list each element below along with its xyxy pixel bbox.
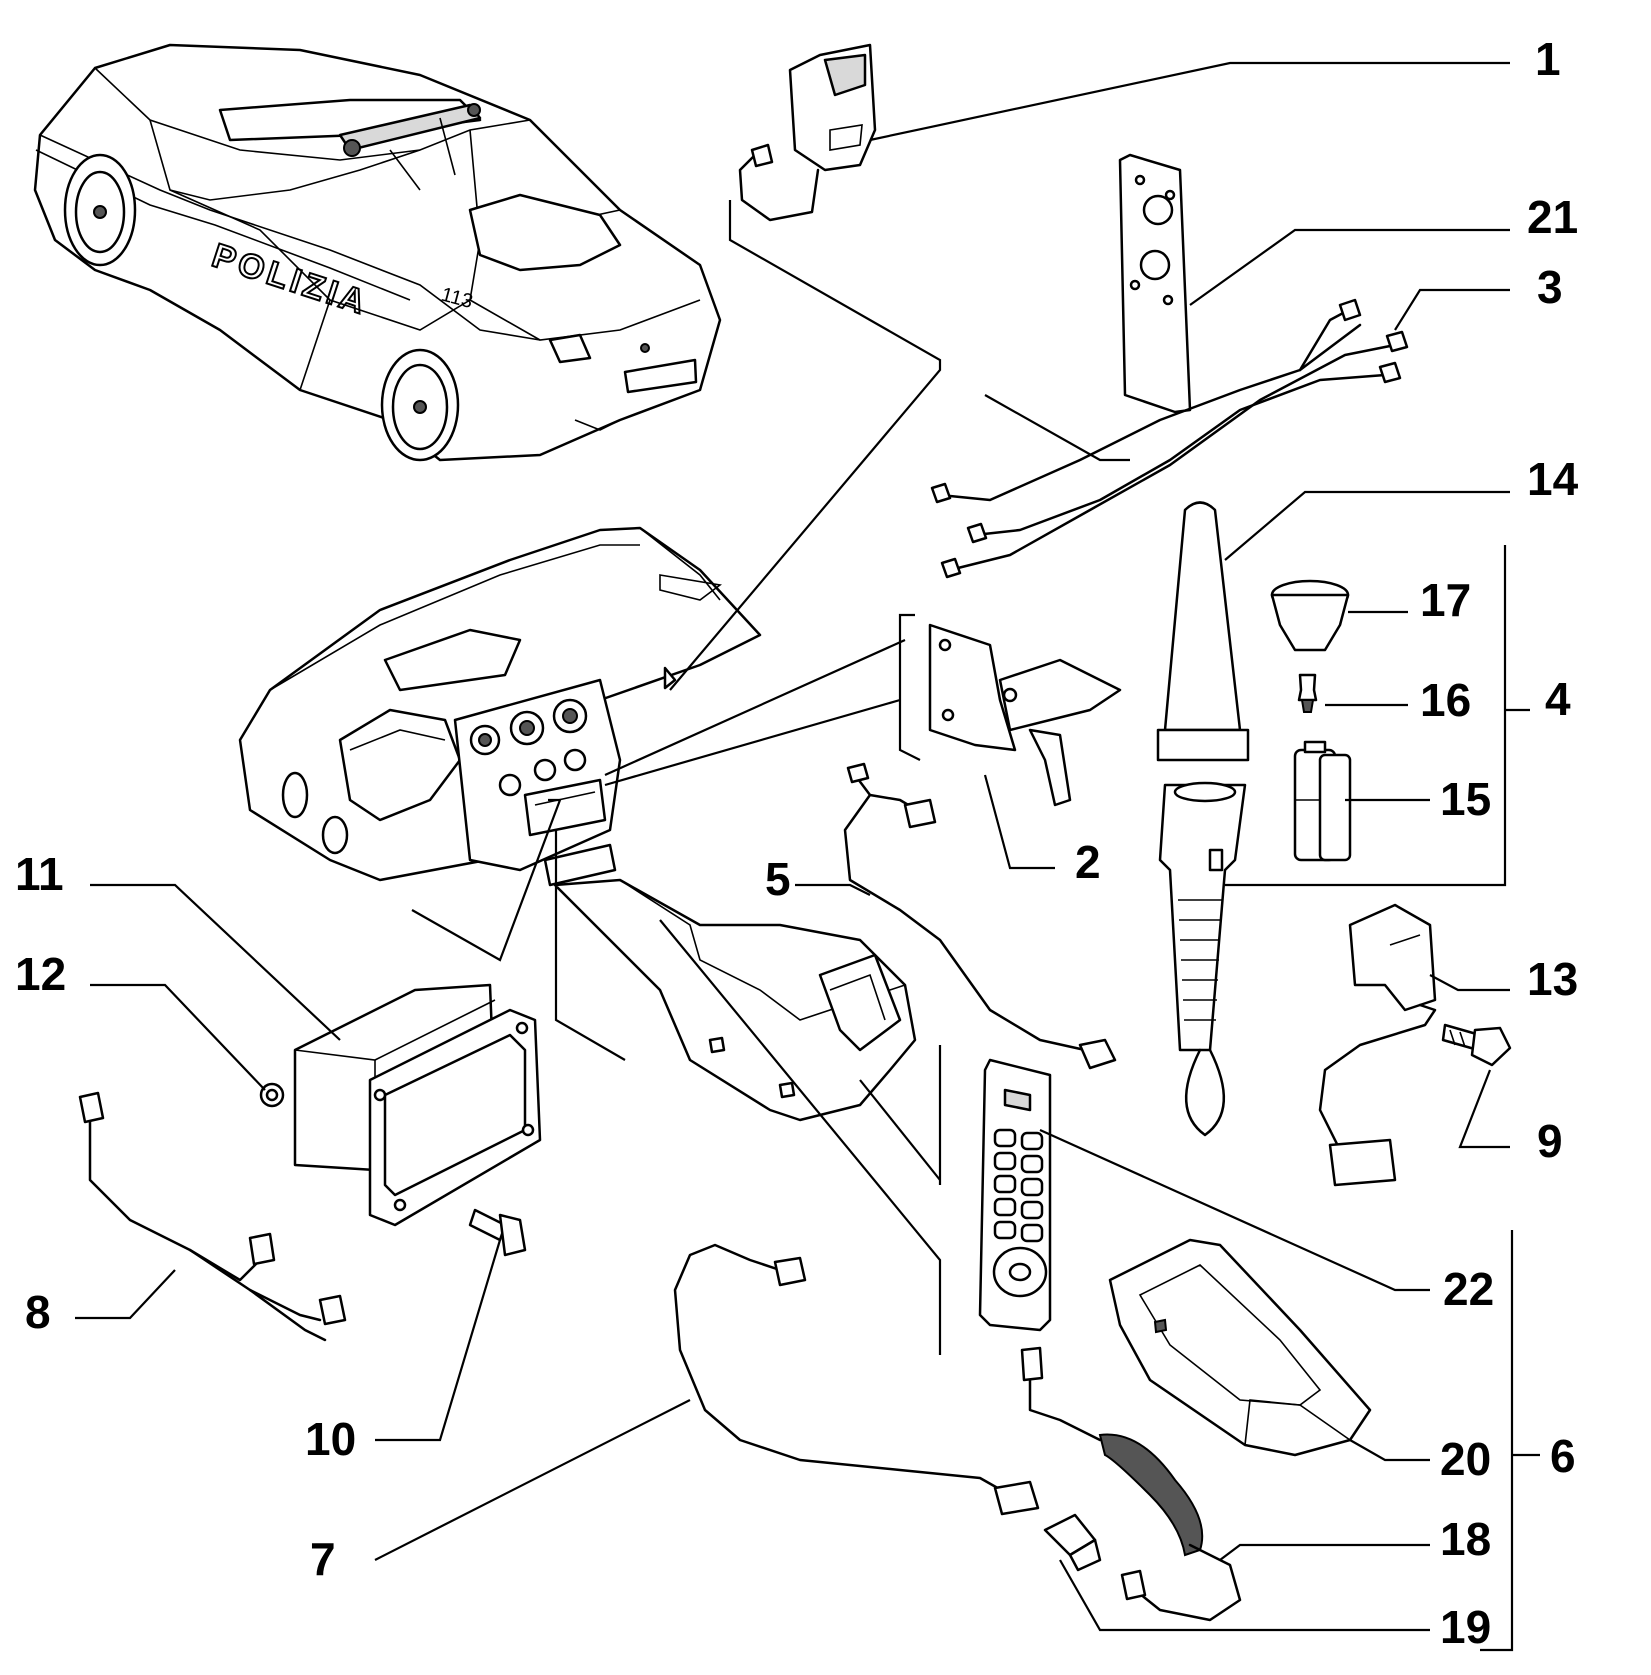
part-10-screw — [468, 1208, 527, 1257]
part-22-remote — [978, 1058, 1242, 1622]
callout-19: 19 — [1440, 1601, 1491, 1653]
callout-4: 4 — [1545, 673, 1571, 725]
callout-21: 21 — [1527, 191, 1578, 243]
part-8-harness — [78, 1091, 347, 1342]
part-20-tray — [1108, 1238, 1372, 1457]
callout-10: 10 — [305, 1413, 356, 1465]
callout-11: 11 — [15, 848, 64, 900]
part-16-bulb — [1297, 673, 1318, 713]
callout-5: 5 — [765, 853, 791, 905]
callout-labels: 1 21 3 14 17 16 4 15 2 5 11 12 13 9 22 8… — [15, 33, 1579, 1653]
callout-leaders — [75, 61, 1540, 1652]
part-9-bolt — [1441, 1023, 1512, 1067]
part-7-cable — [673, 1243, 1040, 1516]
callout-20: 20 — [1440, 1433, 1491, 1485]
callout-14: 14 — [1527, 453, 1579, 505]
region-lines — [411, 200, 1130, 1355]
callout-9: 9 — [1537, 1115, 1563, 1167]
part-21-plate — [1118, 153, 1192, 414]
part-19-adapter — [1043, 1513, 1102, 1572]
callout-7: 7 — [310, 1533, 336, 1585]
part-11-box — [293, 983, 542, 1227]
part-2-bracket — [928, 623, 1122, 807]
part-12-nut — [259, 1082, 285, 1108]
callout-22: 22 — [1443, 1263, 1494, 1315]
callout-18: 18 — [1440, 1513, 1491, 1565]
part-17-cap — [1270, 579, 1350, 652]
callout-16: 16 — [1420, 674, 1471, 726]
part-15-batteries — [1293, 740, 1352, 862]
callout-8: 8 — [25, 1286, 51, 1338]
callout-15: 15 — [1440, 773, 1491, 825]
callout-17: 17 — [1420, 574, 1471, 626]
police-car-illustration: POLIZIA 113 — [33, 43, 722, 462]
callout-3: 3 — [1537, 261, 1563, 313]
callout-13: 13 — [1527, 953, 1578, 1005]
part-1-holder — [738, 43, 877, 222]
part-5-cable — [843, 762, 1117, 1070]
dashboard-illustration — [238, 526, 917, 1122]
part-13-holder — [1318, 903, 1437, 1187]
callout-2: 2 — [1075, 836, 1101, 888]
part-14-flashlight — [1156, 501, 1250, 1137]
callout-1: 1 — [1535, 33, 1561, 85]
callout-12: 12 — [15, 948, 66, 1000]
remote-keypad — [992, 1128, 1048, 1298]
callout-6: 6 — [1550, 1430, 1576, 1482]
part-3-harness — [930, 298, 1409, 579]
